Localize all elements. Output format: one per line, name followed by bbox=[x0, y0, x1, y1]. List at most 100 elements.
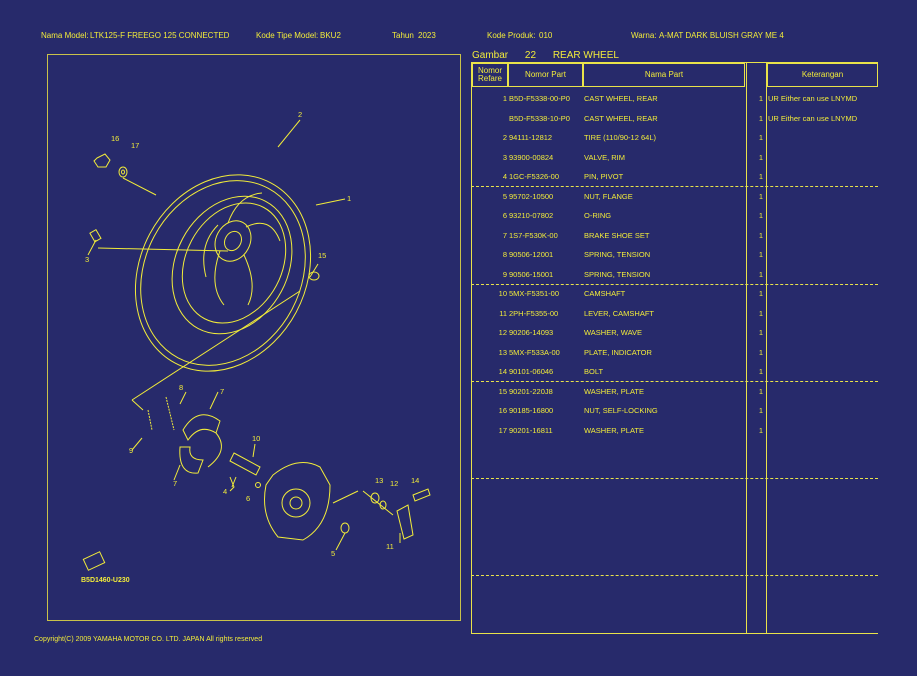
part-number-cell: 90506-12001 bbox=[509, 250, 554, 259]
quantity-cell: 1 bbox=[758, 269, 763, 279]
group-separator bbox=[471, 575, 878, 576]
table-border-left bbox=[471, 62, 472, 634]
part-name-cell: NUT, SELF-LOCKING bbox=[584, 406, 658, 415]
part-number-cell: 93210-07802 bbox=[509, 211, 554, 220]
callout-7-bottom: 7 bbox=[173, 479, 177, 488]
callout-17: 17 bbox=[131, 141, 139, 150]
part-number-cell: 90201-220J8 bbox=[509, 386, 553, 396]
callout-7-top: 7 bbox=[220, 387, 224, 396]
group-separator bbox=[471, 186, 878, 187]
part-number-cell: 90101-06046 bbox=[509, 367, 554, 376]
group-separator bbox=[471, 478, 878, 479]
quantity-cell: 1 bbox=[758, 425, 763, 435]
logo-box bbox=[82, 551, 106, 571]
part-number-cell: 94111-12812 bbox=[509, 133, 553, 142]
callout-11: 11 bbox=[386, 542, 394, 551]
part-number-cell: 1GC-F5326-00 bbox=[509, 172, 560, 181]
part-name-cell: SPRING, TENSION bbox=[584, 250, 651, 259]
ref-cell: 10 bbox=[498, 289, 507, 298]
model-name-label: Nama Model: bbox=[41, 31, 89, 40]
part-number-cell: 5MX-F533A-00 bbox=[509, 347, 560, 357]
year: 2023 bbox=[418, 31, 436, 40]
ref-cell: 5 bbox=[502, 191, 507, 201]
callout-13: 13 bbox=[375, 476, 383, 485]
rim-shape bbox=[171, 195, 293, 335]
ref-cell: 9 bbox=[502, 269, 507, 279]
callout-12: 12 bbox=[390, 479, 398, 488]
quantity-cell: 1 bbox=[758, 211, 763, 220]
part-name-cell: O-RING bbox=[584, 211, 612, 220]
quantity-cell: 1 bbox=[758, 191, 763, 201]
part-name-cell: SPRING, TENSION bbox=[584, 269, 651, 279]
year-label: Tahun bbox=[392, 31, 414, 40]
group-separator bbox=[471, 284, 878, 285]
copyright: Copyright(C) 2009 YAMAHA MOTOR CO. LTD. … bbox=[34, 636, 263, 643]
ref-cell: 1 bbox=[502, 94, 507, 103]
callout-16: 16 bbox=[111, 134, 119, 143]
ref-cell: 3 bbox=[502, 152, 507, 162]
ref-cell: 13 bbox=[498, 347, 507, 357]
part-name-cell: LEVER, CAMSHAFT bbox=[584, 308, 655, 318]
quantity-cell: 1 bbox=[758, 308, 763, 318]
callout-5: 5 bbox=[331, 549, 335, 558]
part-name-cell: VALVE, RIM bbox=[584, 152, 625, 162]
color-value: A-MAT DARK BLUISH GRAY ME 4 bbox=[659, 31, 784, 40]
tire-shape bbox=[134, 174, 312, 372]
figure-number: 22 bbox=[524, 50, 537, 61]
quantity-cell: 1 bbox=[758, 406, 763, 415]
ref-cell: 7 bbox=[502, 230, 507, 240]
ref-cell: 6 bbox=[502, 211, 507, 220]
quantity-cell: 1 bbox=[758, 386, 763, 396]
callout-6: 6 bbox=[246, 494, 250, 503]
part-number-cell: 90201-16811 bbox=[509, 425, 553, 435]
quantity-cell: 1 bbox=[758, 94, 763, 103]
part-name-cell: WASHER, WAVE bbox=[584, 328, 643, 337]
ref-cell: 4 bbox=[502, 172, 507, 181]
part-name-cell: WASHER, PLATE bbox=[584, 386, 645, 396]
quantity-cell: 1 bbox=[758, 230, 763, 240]
part-number-cell: 95702-10500 bbox=[509, 191, 554, 201]
table-top-line bbox=[471, 62, 878, 63]
part-name-cell: CAMSHAFT bbox=[584, 289, 626, 298]
part-name-cell: PLATE, INDICATOR bbox=[584, 347, 652, 357]
group-separator bbox=[471, 381, 878, 382]
part-number-cell: 5MX-F5351-00 bbox=[509, 289, 560, 298]
quantity-cell: 1 bbox=[758, 347, 763, 357]
diagram-code: B5D1460-U230 bbox=[81, 577, 130, 584]
quantity-cell: 1 bbox=[758, 367, 763, 376]
part-name-cell: BOLT bbox=[584, 367, 604, 376]
part-number-cell: 90506-15001 bbox=[509, 269, 554, 279]
product-code: 010 bbox=[539, 31, 553, 40]
type-code: BKU2 bbox=[320, 31, 341, 40]
color-label: Warna: bbox=[631, 31, 657, 40]
callout-1: 1 bbox=[347, 194, 351, 203]
col-header-remarks: Keterangan bbox=[767, 63, 878, 87]
quantity-cell: 1 bbox=[758, 133, 763, 142]
remarks-cell: UR Either can use LNYMD bbox=[768, 113, 858, 123]
callout-3: 3 bbox=[85, 255, 89, 264]
ref-cell: 2 bbox=[502, 133, 507, 142]
ref-cell: 16 bbox=[498, 406, 507, 415]
product-code-label: Kode Produk: bbox=[487, 31, 536, 40]
quantity-cell: 1 bbox=[758, 289, 763, 298]
part-number-cell: 93900-00824 bbox=[509, 152, 554, 162]
col-header-part-no: Nomor Part bbox=[508, 63, 583, 87]
